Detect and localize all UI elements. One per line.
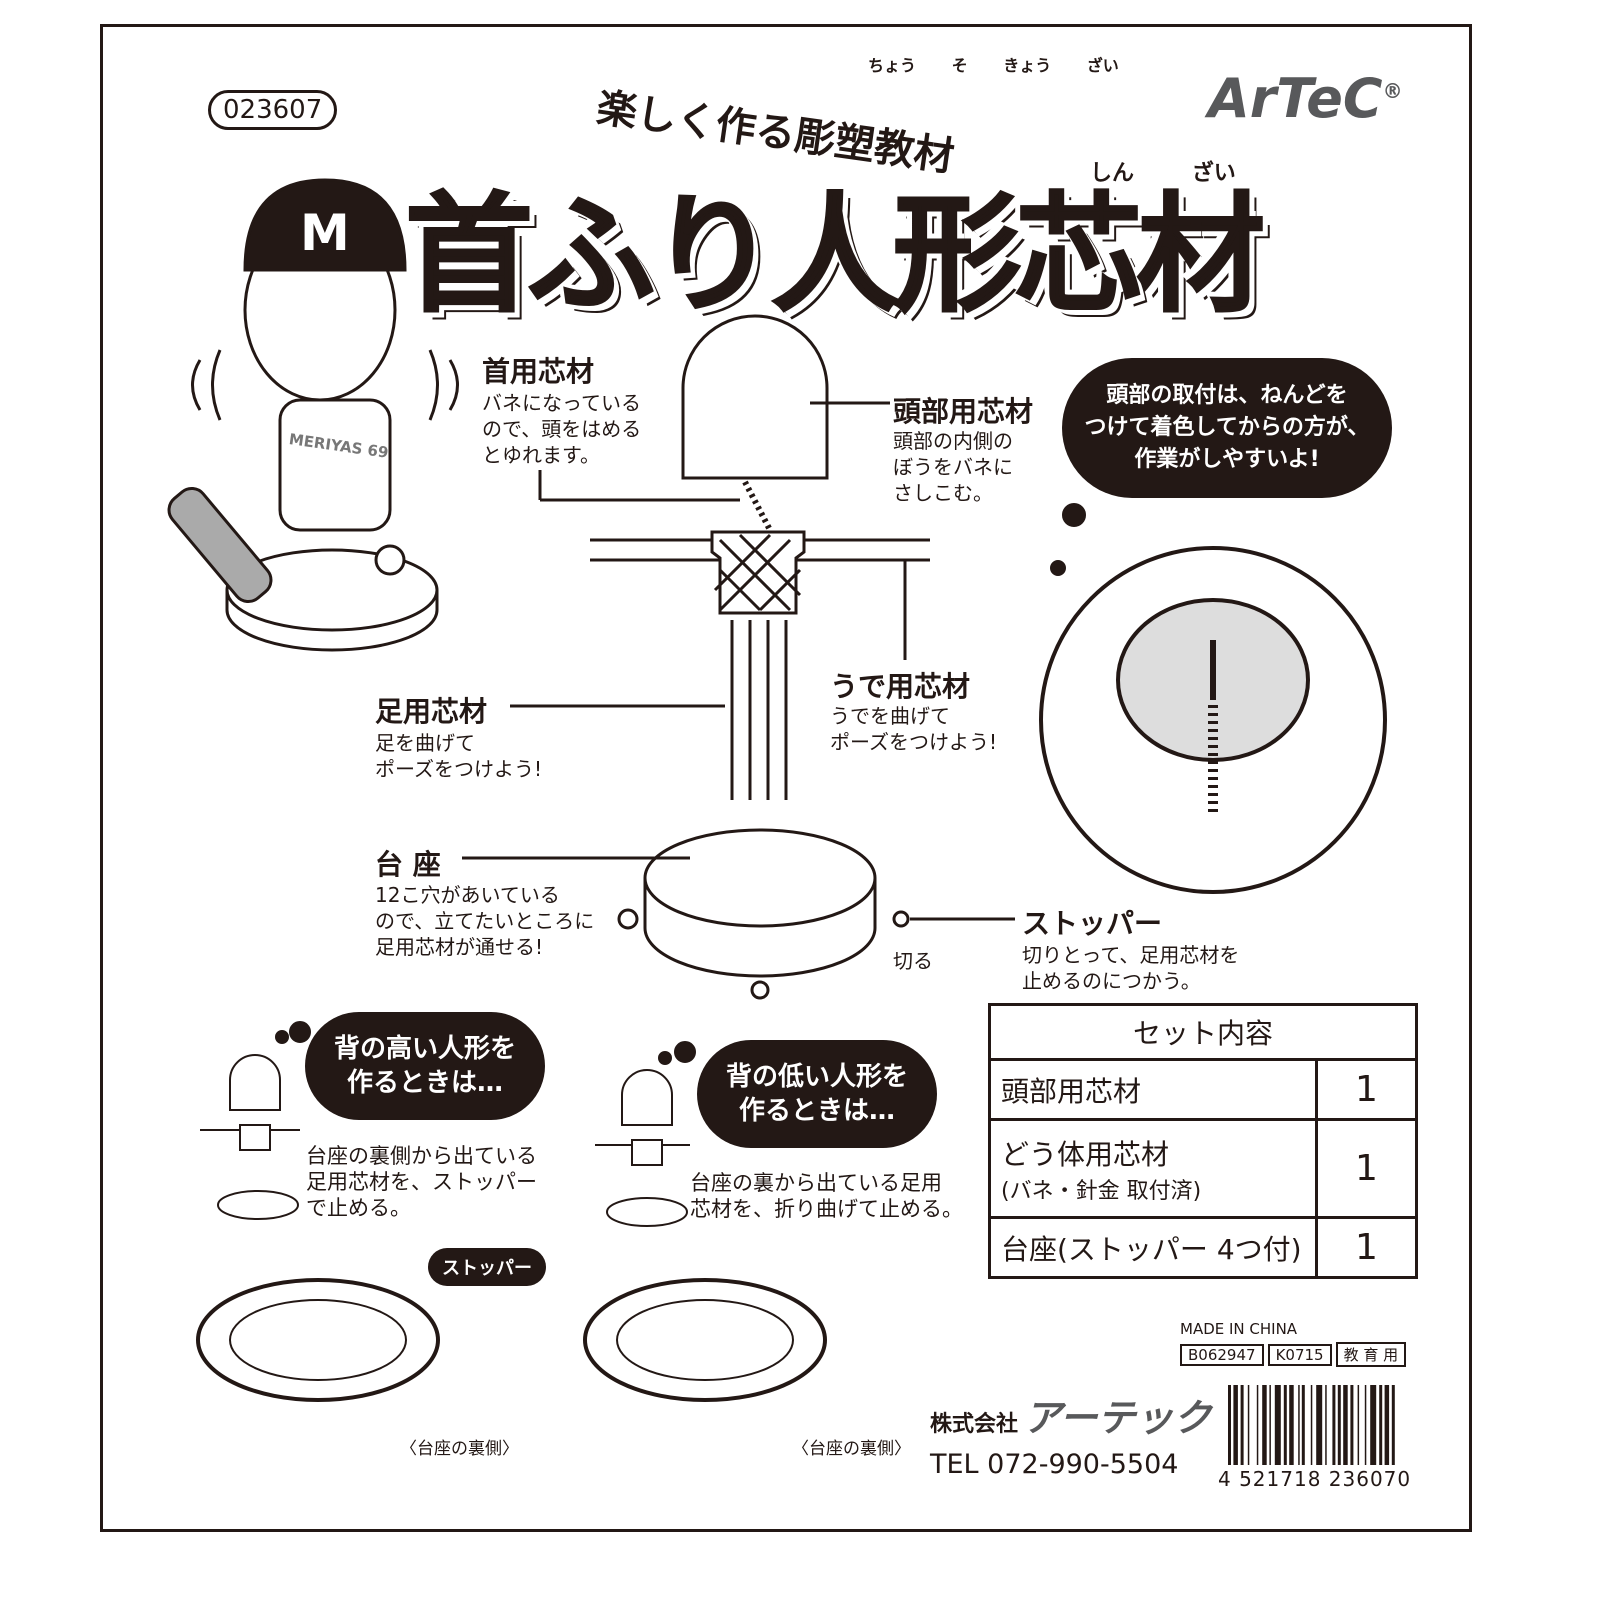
barcode-bar (1274, 1385, 1281, 1465)
barcode-bar (1350, 1385, 1354, 1465)
barcode-bar (1325, 1385, 1327, 1465)
set-row-qty: 1 (1315, 1118, 1418, 1219)
base-desc: 12こ穴があいている ので、立てたいところに 足用芯材が通せる! (375, 883, 595, 959)
barcode-bar (1310, 1385, 1313, 1465)
stopper-desc: 切りとって、足用芯材を 止めるのにつかう。 (1022, 943, 1240, 993)
base-label: 台 座 (375, 848, 441, 881)
barcode-bar (1262, 1385, 1267, 1465)
stopper-tag: ストッパー (428, 1248, 546, 1286)
barcode-bar (1337, 1385, 1341, 1465)
barcode-bar (1240, 1385, 1244, 1465)
company: 株式会社 アーテック (930, 1396, 1212, 1440)
made-in: MADE IN CHINA (1180, 1320, 1298, 1338)
registered-mark: ® (1382, 79, 1403, 103)
set-row-qty: 1 (1315, 1058, 1418, 1121)
bobblehead-figure-illustration: M (167, 178, 459, 652)
tall-desc: 台座の裏側から出ている 足用芯材を、ストッパー で止める。 (306, 1144, 537, 1220)
set-row-name: 台座(ストッパー 4つ付) (988, 1216, 1318, 1279)
short-bubble: 背の低い人形を 作るときは… (697, 1040, 937, 1148)
set-header: セット内容 (988, 1003, 1418, 1061)
company-tel: TEL 072-990-5504 (930, 1449, 1179, 1480)
arm-core-label: うで用芯材 (830, 670, 971, 703)
tall-bubble: 背の高い人形を 作るときは… (305, 1012, 545, 1120)
barcode-number: 4 521718 236070 (1218, 1467, 1412, 1491)
code-k: K0715 (1267, 1344, 1332, 1366)
barcode-bar (1233, 1385, 1238, 1465)
tall-caption: 〈台座の裏側〉 (400, 1439, 519, 1459)
head-attach-closeup (1039, 503, 1387, 894)
arm-core-desc: うでを曲げて ポーズをつけよう! (830, 704, 998, 754)
short-desc: 台座の裏から出ている足用 芯材を、折り曲げて止める。 (690, 1171, 963, 1221)
barcode-bar (1370, 1385, 1377, 1465)
barcode-bar (1301, 1385, 1305, 1465)
barcode-bar (1289, 1385, 1294, 1465)
barcode-bar (1283, 1385, 1287, 1465)
barcode-bar (1364, 1385, 1367, 1465)
barcode-bar (1247, 1385, 1250, 1465)
neck-core-desc: バネになっている ので、頭をはめる とゆれます。 (482, 391, 642, 467)
artec-logo: ArTeC® (1208, 72, 1403, 126)
barcode-bar (1343, 1385, 1348, 1465)
svg-text:M: M (300, 204, 350, 262)
main-title: 首ふり人形芯材 (404, 181, 1266, 330)
head-core-label: 頭部用芯材 (893, 395, 1034, 428)
barcode-bar (1332, 1385, 1336, 1465)
barcode-bar (1298, 1385, 1300, 1465)
subtitle-ruby: ちょう そ きょう ざい (868, 56, 1119, 75)
set-row-qty: 1 (1315, 1216, 1418, 1279)
package-frame (100, 24, 1472, 1532)
barcode-bar (1269, 1385, 1271, 1465)
barcode-bar (1316, 1385, 1323, 1465)
code-b: B062947 (1180, 1344, 1264, 1366)
stopper-label: ストッパー (1022, 907, 1163, 940)
core-material-diagram (462, 314, 1015, 1000)
logo-text: ArTeC (1208, 67, 1383, 130)
tip-bubble: 頭部の取付は、ねんどを つけて着色してからの方が、 作業がしやすいよ! (1062, 358, 1392, 498)
short-caption: 〈台座の裏側〉 (792, 1439, 911, 1459)
leg-core-label: 足用芯材 (375, 695, 488, 728)
title-ruby: しん ざい (1090, 161, 1236, 186)
item-code: 023607 (208, 90, 338, 130)
head-core-desc: 頭部の内側の ぼうをバネに さしこむ。 (893, 429, 1013, 505)
barcode-bar (1384, 1385, 1390, 1465)
cut-label: 切る (893, 949, 933, 973)
neck-core-label: 首用芯材 (482, 355, 595, 388)
set-row-name: どう体用芯材(バネ・針金 取付済) (988, 1118, 1318, 1219)
barcode-bar (1391, 1385, 1395, 1465)
leg-core-desc: 足を曲げて ポーズをつけよう! (375, 731, 543, 781)
tall-doll-diagram (196, 1021, 440, 1402)
barcode-bar (1357, 1385, 1360, 1465)
code-edu: 教 育 用 (1335, 1342, 1407, 1367)
short-doll-diagram (583, 1041, 827, 1402)
barcode (1228, 1385, 1395, 1465)
barcode-bar (1379, 1385, 1383, 1465)
set-row-name: 頭部用芯材 (988, 1058, 1318, 1121)
barcode-bar (1256, 1385, 1259, 1465)
barcode-bar (1228, 1385, 1231, 1465)
